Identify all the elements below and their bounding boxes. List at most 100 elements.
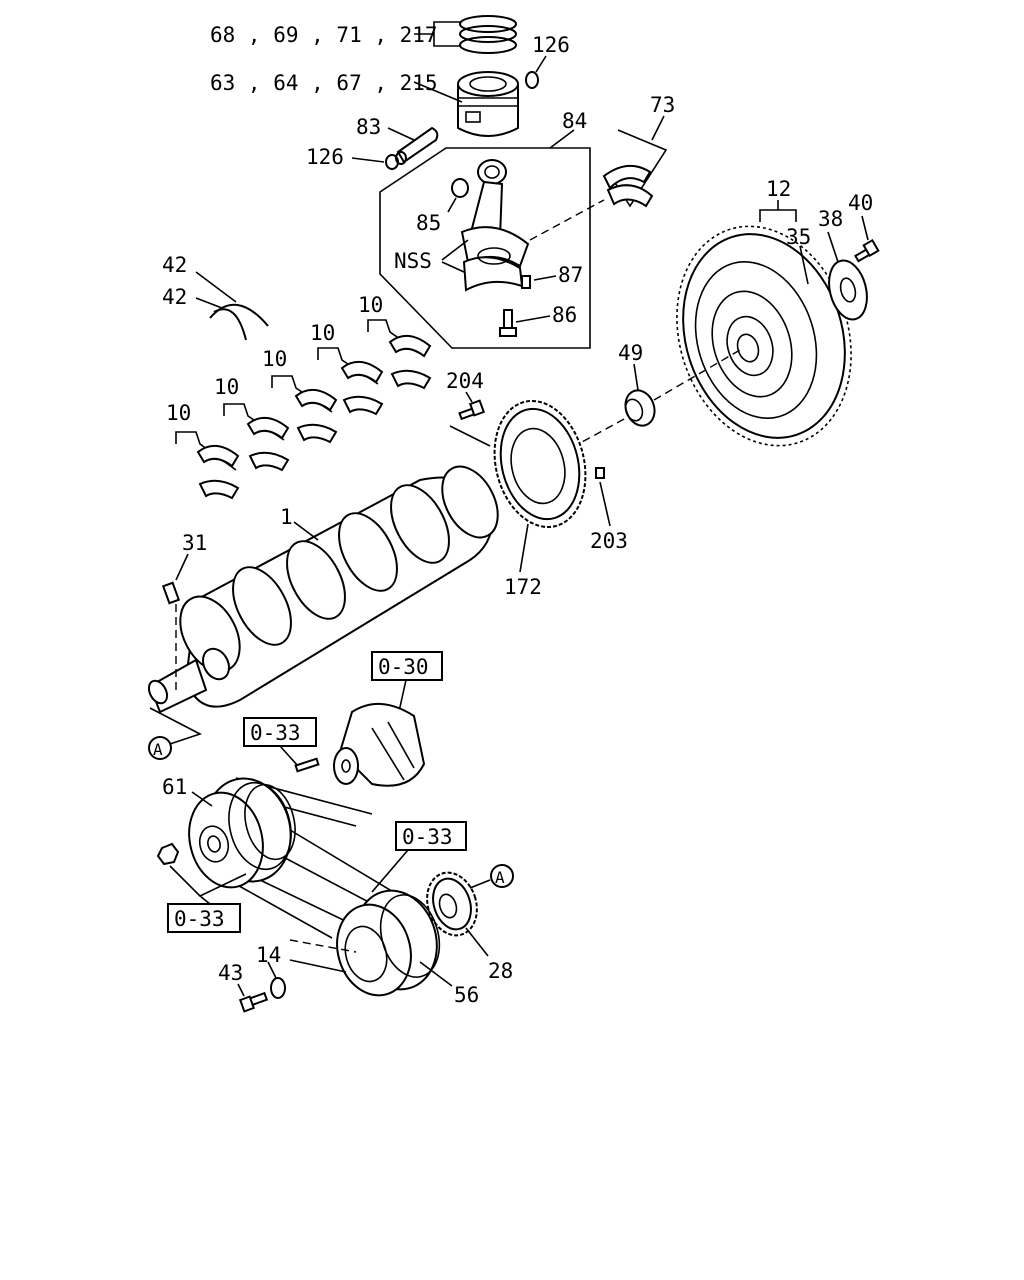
rod-dowel	[521, 275, 531, 289]
label-key: 31	[182, 531, 207, 555]
label-fly-bolt: 40	[848, 191, 873, 215]
label-thrust-a: 42	[162, 253, 187, 277]
rod-bolt-leader	[515, 315, 551, 323]
label-ring-gear: 35	[786, 225, 811, 249]
label-crankshaft: 1	[280, 505, 293, 529]
rod-bearing	[602, 165, 654, 208]
crankshaft	[147, 465, 499, 714]
thrust-washer-a	[209, 303, 269, 327]
snap-ring-top	[525, 71, 539, 89]
flywheel-axis	[653, 349, 741, 401]
label-piston: 63 , 64 , 67 , 215	[210, 71, 438, 95]
gear-bolt-leader	[465, 391, 473, 403]
thrust-b-leader	[195, 297, 223, 309]
ref-box-belt	[395, 821, 467, 851]
gear-pin	[595, 467, 605, 479]
damper-axis	[289, 939, 357, 953]
label-gear-bolt: 204	[446, 369, 484, 393]
crank-pulley-upper	[188, 777, 296, 889]
pilot-leader	[633, 363, 639, 391]
fly-bolt-leader	[861, 215, 869, 241]
label-rod-bolt: 86	[552, 303, 577, 327]
flywheel-bracket	[759, 200, 797, 222]
label-rod-bearing: 73	[650, 93, 675, 117]
gear-pin-leader	[599, 481, 611, 527]
pilot-bearing	[624, 389, 656, 427]
clip-left-leader	[351, 157, 385, 163]
ring-gear-leader	[799, 245, 809, 285]
rod-group-leader	[549, 129, 575, 149]
connecting-rod	[460, 159, 530, 292]
front-bolt	[238, 991, 269, 1013]
main-bearing-4	[317, 347, 384, 416]
label-rod-group: 84	[562, 109, 587, 133]
ref-water-pump: 0-30	[378, 655, 429, 679]
label-flywheel: 12	[766, 177, 791, 201]
label-crank-gear: 172	[504, 575, 542, 599]
rod-bearing-axis	[529, 199, 605, 241]
ref-box-water-pump	[371, 651, 443, 681]
label-damper: 56	[454, 983, 479, 1007]
label-pulley: 61	[162, 775, 187, 799]
front-gear-leader	[465, 927, 489, 957]
pulley-leader	[191, 791, 213, 807]
flywheel	[676, 225, 852, 447]
main-bearing-2	[223, 403, 290, 472]
label-pilot: 49	[618, 341, 643, 365]
label-front-gear: 28	[488, 959, 513, 983]
pulley-nut	[156, 842, 180, 866]
label-clip-top: 126	[532, 33, 570, 57]
piston	[457, 71, 519, 137]
label-main-3: 10	[262, 347, 287, 371]
pump-stud	[294, 757, 320, 773]
label-washer: 14	[256, 943, 281, 967]
damper-pulley	[336, 889, 441, 997]
dowel-leader	[533, 275, 557, 281]
front-bolt-leader	[237, 983, 245, 997]
nss-leader	[441, 239, 469, 273]
callout-a-left	[148, 736, 172, 760]
ref-box-pulley-bolt	[167, 903, 241, 933]
label-pin: 83	[356, 115, 381, 139]
callout-a-right-text: A	[495, 868, 505, 887]
small-end-bushing	[451, 178, 469, 198]
rod-group-outline	[379, 147, 591, 349]
crank-key	[161, 581, 181, 605]
plate-hole	[839, 277, 857, 303]
plate-leader	[827, 231, 839, 263]
label-gear-pin: 203	[590, 529, 628, 553]
label-main-4: 10	[310, 321, 335, 345]
washer-leader	[267, 961, 277, 979]
main-bearing-3	[271, 375, 338, 444]
pulley-bolt-leader	[169, 865, 247, 905]
label-rings: 68 , 69 , 71 , 217	[210, 23, 438, 47]
belt-leader	[371, 849, 409, 893]
clip-top-leader	[535, 55, 547, 73]
front-washer	[270, 977, 286, 999]
label-front-bolt: 43	[218, 961, 243, 985]
rod-bearing-leader	[651, 115, 665, 141]
thrust-washer-b	[213, 308, 247, 341]
stud-leader	[279, 745, 299, 767]
label-main-2: 10	[214, 375, 239, 399]
label-main-5: 10	[358, 293, 383, 317]
crankshaft-gear	[493, 399, 587, 529]
label-dowel: 87	[558, 263, 583, 287]
a-left-leader	[149, 707, 203, 745]
gear-bolt	[458, 399, 486, 421]
water-pump	[333, 702, 426, 787]
bushing-leader	[447, 197, 457, 213]
callout-a-left-text: A	[153, 740, 163, 759]
ref-stud: 0-33	[250, 721, 301, 745]
main-bearing-1	[175, 431, 240, 500]
label-bushing: 85	[416, 211, 441, 235]
flywheel-plate	[828, 259, 868, 321]
front-gear	[426, 871, 478, 937]
thrust-a-leader	[195, 271, 237, 303]
piston-leader	[413, 81, 463, 103]
label-plate: 38	[818, 207, 843, 231]
label-main-1: 10	[166, 401, 191, 425]
label-nss: NSS	[394, 249, 432, 273]
label-thrust-b: 42	[162, 285, 187, 309]
